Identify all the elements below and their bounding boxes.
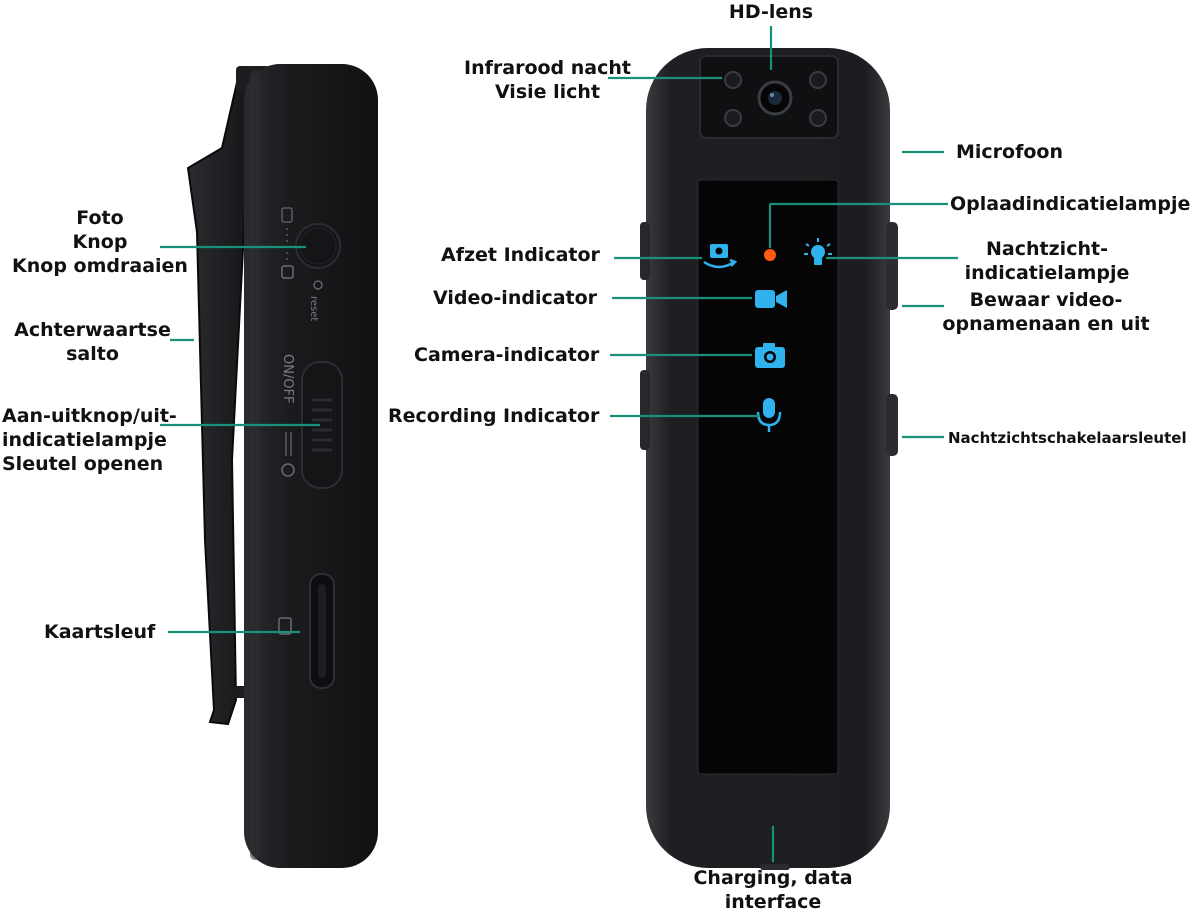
label-night-vision-led: Nachtzicht- indicatielampje	[964, 238, 1130, 284]
ir-led-top-right	[809, 71, 827, 89]
on-off-label: ON/OFF	[280, 354, 295, 404]
rotate-camera-icon	[703, 244, 738, 269]
ir-led-bottom-right	[809, 109, 827, 127]
label-camera-indicator: Camera-indicator	[414, 344, 600, 366]
photo-camera-icon	[755, 343, 785, 368]
side-view-device: reset ON/OFF	[186, 64, 378, 868]
label-infrared: Infrarood nacht Visie licht	[464, 57, 631, 103]
label-charging-interface: Charging, data interface	[693, 867, 853, 913]
hd-lens-glass	[768, 91, 782, 105]
night-vision-bulb-icon	[804, 238, 832, 265]
label-card-slot: Kaartsleuf	[44, 621, 156, 643]
charging-port	[760, 864, 790, 870]
label-hd-lens: HD-lens	[728, 1, 814, 23]
label-rotate-indicator: Afzet Indicator	[441, 244, 600, 266]
microphone-icon	[756, 398, 782, 432]
reset-hole[interactable]	[313, 280, 323, 290]
engraved-card-icon	[278, 617, 292, 635]
side-body-edge	[250, 70, 260, 860]
slider-grip	[312, 398, 332, 452]
ir-led-top-left	[724, 71, 742, 89]
video-camera-icon	[755, 290, 787, 308]
night-switch-button[interactable]	[886, 394, 898, 456]
label-charging-led: Oplaadindicatielampje	[950, 193, 1191, 215]
label-photo-button: Foto Knop Knop omdraaien	[12, 207, 188, 277]
left-side-button-bottom	[640, 370, 650, 450]
charging-led-dot	[764, 249, 776, 261]
engraved-lock-icon	[281, 463, 295, 477]
front-view-device	[640, 48, 898, 870]
hd-lens-glint	[770, 93, 774, 97]
leader-lines	[160, 26, 958, 862]
save-video-button[interactable]	[886, 222, 898, 310]
card-slot-inner	[318, 584, 326, 678]
left-side-button-top	[640, 222, 650, 280]
label-back-flip: Achterwaartse salto	[14, 319, 171, 365]
front-panel	[697, 179, 839, 775]
label-power-button: Aan-uitknop/uit- indicatielampje Sleutel…	[2, 405, 177, 475]
label-video-indicator: Video-indicator	[433, 287, 598, 309]
reset-label: reset	[308, 296, 319, 321]
label-microphone: Microfoon	[956, 141, 1064, 163]
engraved-photo-icon	[281, 265, 294, 279]
ir-led-bottom-left	[724, 109, 742, 127]
engraved-rotate-icon	[281, 207, 293, 223]
label-save-video: Bewaar video- opnamenaan en uit	[942, 289, 1150, 335]
label-recording-indicator: Recording Indicator	[388, 405, 600, 427]
label-night-switch-key: Nachtzichtschakelaarsleutel	[948, 429, 1187, 447]
